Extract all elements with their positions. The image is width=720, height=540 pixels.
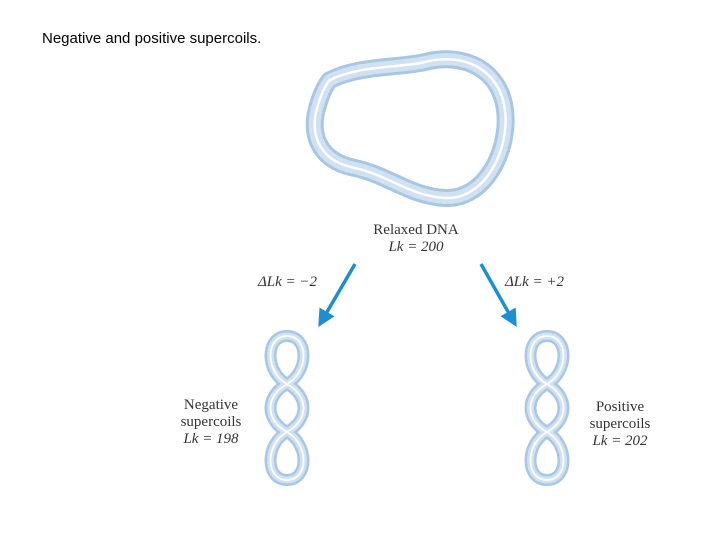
relaxed-dna-loop [305, 50, 515, 207]
negative-lk: Lk = 198 [183, 431, 239, 447]
positive-supercoils-label: Positive supercoils Lk = 202 [578, 399, 662, 450]
negative-supercoil [264, 330, 310, 486]
arrow-to-positive [479, 263, 517, 328]
positive-line2: supercoils [589, 416, 651, 432]
negative-line2: supercoils [180, 414, 242, 430]
delta-lk-negative: ΔLk = −2 [258, 274, 318, 290]
negative-line1: Negative [183, 397, 239, 413]
relaxed-dna-name: Relaxed DNA [373, 222, 459, 238]
positive-line1: Positive [595, 399, 645, 415]
positive-supercoil [524, 330, 570, 486]
positive-lk: Lk = 202 [592, 433, 648, 449]
relaxed-dna-label: Relaxed DNA Lk = 200 [350, 222, 482, 256]
negative-supercoils-label: Negative supercoils Lk = 198 [168, 397, 254, 448]
delta-lk-positive: ΔLk = +2 [505, 274, 565, 290]
arrow-to-negative [318, 263, 357, 328]
relaxed-dna-lk: Lk = 200 [388, 239, 444, 255]
slide-title: Negative and positive supercoils. [42, 30, 262, 47]
